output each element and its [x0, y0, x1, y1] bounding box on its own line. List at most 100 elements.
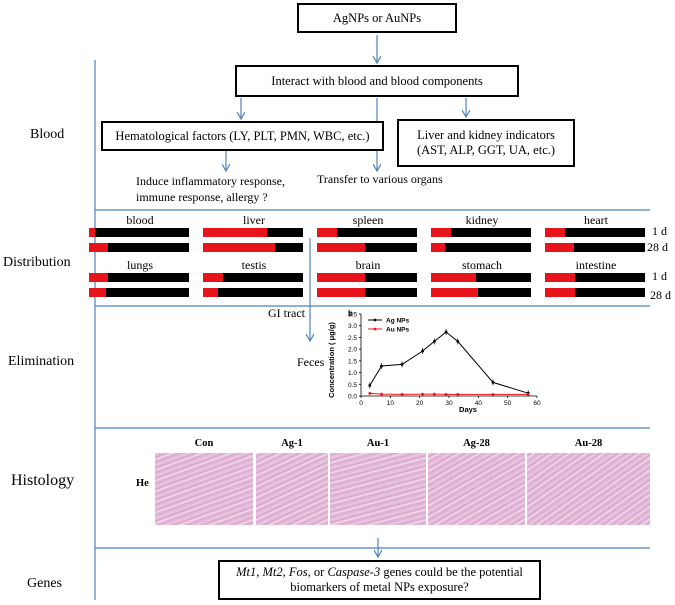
interact-label: Interact with blood and blood components: [271, 73, 483, 88]
histology-row-label: He: [136, 478, 149, 489]
chart-point: [456, 392, 460, 396]
chart-legend-marker: [373, 318, 377, 322]
gi-tract-label: GI tract: [268, 306, 305, 320]
chart-xlabel: Days: [459, 405, 477, 414]
section-distribution: Distribution: [3, 255, 71, 270]
chart-ytick-label: 0.5: [348, 382, 357, 389]
gene-mt1: Mt1: [236, 565, 257, 579]
genes-line-1-tail: genes could be the potential: [380, 565, 523, 579]
distribution-fill-lungs-d1: [89, 273, 108, 282]
distribution-bar-blood-d1: [89, 228, 189, 237]
hematological-box: Hematological factors (LY, PLT, PMN, WBC…: [101, 121, 384, 151]
nanoparticles-label: AgNPs or AuNPs: [332, 10, 422, 25]
distribution-bar-intestine-d28: [545, 288, 645, 297]
chart-series-line-1: [369, 392, 529, 395]
chart-point: [368, 384, 372, 387]
histology-label-con: Con: [194, 438, 214, 449]
chart-legend-label-0: Ag NPs: [386, 318, 410, 325]
histology-image-ag-1: [256, 453, 328, 525]
organ-label-kidney: kidney: [465, 213, 499, 227]
chart-point: [456, 340, 460, 343]
distribution-fill-brain-d28: [317, 288, 365, 297]
chart-point: [380, 392, 383, 396]
histology-image-ag-28: [428, 453, 525, 525]
chart-series-line-0: [369, 331, 529, 394]
distribution-bar-kidney-d1: [431, 228, 531, 237]
chart-point: [368, 392, 372, 395]
histology-image-au-28: [527, 453, 650, 525]
distribution-bar-brain-d1: [317, 273, 417, 282]
distribution-fill-stomach-d1: [431, 273, 476, 282]
distribution-fill-blood-d1: [89, 228, 95, 237]
chart-ytick-label: 2.0: [348, 347, 357, 354]
chart-point: [526, 392, 530, 396]
distribution-fill-spleen-d28: [317, 243, 365, 252]
chart-legend-label-1: Au NPs: [386, 327, 410, 334]
distribution-bar-spleen-d1: [317, 228, 417, 237]
section-elimination: Elimination: [8, 354, 75, 369]
distribution-bar-testis-d28: [203, 288, 303, 297]
organ-label-intestine: intestine: [575, 258, 617, 272]
genes-line-1: Mt1, Mt2, Fos, or Caspase-3 genes could …: [236, 565, 523, 580]
distribution-fill-testis-d1: [203, 273, 223, 282]
section-blood: Blood: [30, 127, 65, 142]
induce-text-2: immune response, allergy ?: [136, 190, 268, 204]
chart-point: [432, 392, 436, 396]
genes-line-2: biomarkers of metal NPs exposure?: [290, 580, 469, 594]
chart-xtick-label: 30: [445, 400, 453, 407]
day-label-1d-row1: 1 d: [652, 224, 667, 238]
hematological-label: Hematological factors (LY, PLT, PMN, WBC…: [115, 128, 370, 143]
organ-label-spleen: spleen: [352, 213, 384, 227]
genes-sep-1: ,: [256, 565, 263, 579]
chart-xtick-label: 0: [359, 400, 363, 407]
distribution-fill-heart-d1: [545, 228, 565, 237]
distribution-fill-kidney-d28: [431, 243, 445, 252]
genes-sep-3: , or: [307, 565, 328, 579]
chart-point: [491, 381, 495, 384]
distribution-fill-lungs-d28: [89, 288, 106, 297]
distribution-fill-intestine-d28: [545, 288, 575, 297]
chart-xtick-label: 50: [504, 400, 512, 407]
interact-box: Interact with blood and blood components: [235, 65, 519, 97]
chart-ytick-label: 2.5: [348, 335, 357, 342]
distribution-bar-stomach-d28: [431, 288, 531, 297]
chart-point: [400, 392, 404, 396]
chart-ytick-label: 0.0: [348, 394, 357, 401]
feces-label: Feces: [297, 355, 325, 369]
chart-xtick-label: 10: [387, 400, 395, 407]
distribution-bar-liver-d1: [203, 228, 303, 237]
distribution-fill-spleen-d1: [317, 228, 337, 237]
histology-label-ag-28: Ag-28: [463, 438, 490, 449]
genes-box: Mt1, Mt2, Fos, or Caspase-3 genes could …: [218, 560, 541, 600]
distribution-fill-kidney-d1: [431, 228, 451, 237]
distribution-bar-lungs-d1: [89, 273, 189, 282]
liver-kidney-box: Liver and kidney indicators (AST, ALP, G…: [397, 119, 575, 167]
distribution-bar-heart-d1: [545, 228, 645, 237]
chart-xtick-label: 20: [416, 400, 424, 407]
chart-ytick-label: 3.0: [348, 323, 357, 330]
chart-point: [432, 340, 436, 343]
distribution-bar-lungs-d28: [89, 288, 189, 297]
chart-ylabel: Concentration ( μg/g): [327, 322, 336, 398]
distribution-bar-heart-d28: [545, 243, 645, 252]
chart-ytick-label: 1.0: [348, 370, 357, 377]
chart-xtick-label: 40: [475, 400, 483, 407]
gene-mt2: Mt2: [262, 565, 283, 579]
distribution-bar-testis-d1: [203, 273, 303, 282]
section-histology: Histology: [11, 472, 75, 489]
organ-label-brain: brain: [355, 258, 381, 272]
liver-kidney-title: Liver and kidney indicators: [417, 128, 555, 142]
distribution-fill-stomach-d28: [431, 288, 478, 297]
distribution-bar-spleen-d28: [317, 243, 417, 252]
histology-label-au-1: Au-1: [366, 438, 390, 449]
nanoparticles-box: AgNPs or AuNPs: [297, 3, 457, 33]
distribution-fill-testis-d28: [203, 288, 218, 297]
liver-kidney-list: (AST, ALP, GGT, UA, etc.): [416, 143, 556, 157]
chart-point: [444, 330, 448, 334]
organ-label-lungs: lungs: [126, 258, 153, 272]
transfer-text: Transfer to various organs: [317, 172, 443, 186]
organ-label-testis: testis: [241, 258, 267, 272]
distribution-fill-intestine-d1: [545, 273, 575, 282]
chart-ytick-label: 1.5: [348, 358, 357, 365]
